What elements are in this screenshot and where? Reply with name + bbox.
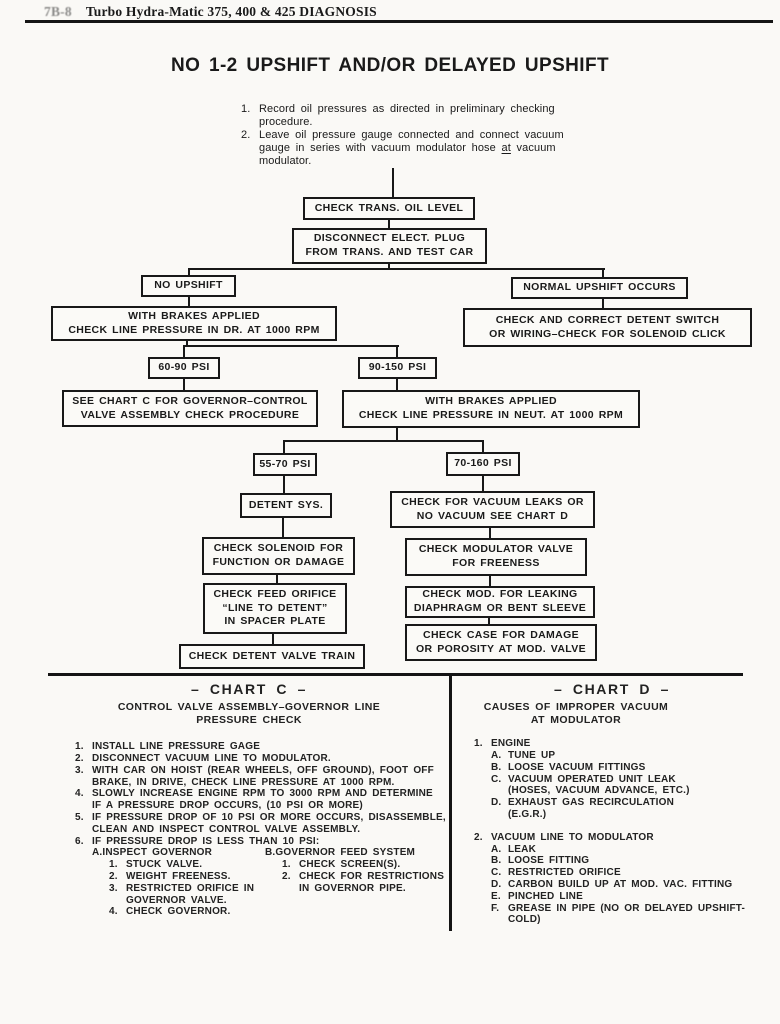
list-item: C.VACUUM OPERATED UNIT LEAK (HOSES, VACU…: [491, 773, 690, 797]
list-item: 1.STUCK VALVE.: [109, 859, 203, 871]
flow-connector: [283, 476, 285, 493]
flow-connector: [489, 576, 491, 586]
underlined-word: at: [501, 141, 511, 154]
list-item: A.TUNE UP: [491, 749, 556, 761]
flow-connector: [392, 168, 394, 197]
section-divider-vertical: [449, 674, 452, 931]
list-item: 2.WEIGHT FREENESS.: [109, 870, 231, 882]
flow-connector: [186, 341, 188, 347]
flow-box-check-trans-oil-level: CHECK TRANS. OIL LEVEL: [303, 197, 475, 220]
list-item: 2.CHECK FOR RESTRICTIONS IN GOVERNOR PIP…: [282, 870, 445, 894]
chart-d-list: 1.ENGINE A.TUNE UP B.LOOSE VACUUM FITTIN…: [474, 738, 762, 926]
flow-connector: [282, 518, 284, 537]
flow-connector: [183, 345, 399, 347]
list-item: 3.WITH CAR ON HOIST (REAR WHEELS, OFF GR…: [75, 764, 434, 788]
flow-connector: [602, 298, 604, 308]
flow-connector: [396, 379, 398, 390]
flow-box-check-solenoid: CHECK SOLENOID FOR FUNCTION OR DAMAGE: [202, 537, 355, 575]
flow-connector: [396, 428, 398, 442]
intro-item-text: Record oil pressures as directed in prel…: [259, 103, 555, 128]
flow-connector: [489, 528, 491, 538]
flow-box-check-mod-leaking: CHECK MOD. FOR LEAKING DIAPHRAGM OR BENT…: [405, 586, 595, 618]
flow-connector: [188, 296, 190, 306]
page-header: 7B-8 Turbo Hydra-Matic 375, 400 & 425 DIA…: [44, 4, 377, 20]
flow-box-line-pressure-dr: WITH BRAKES APPLIED CHECK LINE PRESSURE …: [51, 306, 337, 341]
flow-connector: [388, 220, 390, 228]
chart-d-group-vacuum-line: 2.VACUUM LINE TO MODULATOR A.LEAK B.LOOS…: [474, 832, 762, 926]
list-item: 1.INSTALL LINE PRESSURE GAGE: [75, 741, 261, 753]
flow-connector: [188, 270, 190, 276]
list-item: A.LEAK: [491, 843, 537, 855]
chart-c-title: – CHART C –: [191, 681, 307, 697]
list-item: D.EXHAUST GAS RECIRCULATION (E.G.R.): [491, 797, 675, 820]
list-item: 1.CHECK SCREEN(S).: [282, 859, 401, 871]
page-title: NO 1-2 UPSHIFT AND/OR DELAYED UPSHIFT: [171, 55, 609, 76]
chart-d-subtitle: CAUSES OF IMPROPER VACUUM AT MODULATOR: [483, 701, 669, 726]
governor-feed-column: B.GOVERNOR FEED SYSTEM 1.CHECK SCREEN(S)…: [265, 847, 445, 894]
flow-box-normal-upshift-occurs: NORMAL UPSHIFT OCCURS: [511, 277, 688, 299]
chart-d-title: – CHART D –: [554, 681, 670, 697]
list-item: B.LOOSE VACUUM FITTINGS: [491, 761, 646, 773]
intro-list: 1. Record oil pressures as directed in p…: [241, 103, 576, 168]
flow-box-60-90-psi: 60-90 PSI: [148, 357, 220, 379]
list-item: B.LOOSE FITTING: [491, 855, 590, 867]
chart-d-section: – CHART D – CAUSES OF IMPROPER VACUUM AT…: [462, 681, 762, 937]
chart-c-section: – CHART C – CONTROL VALVE ASSEMBLY–GOVER…: [48, 681, 450, 918]
flow-box-check-modulator-valve: CHECK MODULATOR VALVE FOR FREENESS: [405, 538, 587, 576]
flow-connector: [283, 440, 484, 442]
flow-box-no-upshift: NO UPSHIFT: [141, 275, 236, 297]
flow-connector: [482, 476, 484, 491]
flow-box-check-feed-orifice: CHECK FEED ORIFICE “LINE TO DETENT” IN S…: [203, 583, 347, 634]
list-item: 4.SLOWLY INCREASE ENGINE RPM TO 3000 RPM…: [75, 788, 433, 812]
chart-c-list: 1.INSTALL LINE PRESSURE GAGE 2.DISCONNEC…: [75, 741, 450, 918]
flow-connector: [183, 347, 185, 357]
flow-box-detent-sys: DETENT SYS.: [240, 493, 332, 518]
flow-connector: [396, 347, 398, 357]
list-item: 2.DISCONNECT VACUUM LINE TO MODULATOR.: [75, 752, 331, 764]
list-item: C.RESTRICTED ORIFICE: [491, 867, 621, 879]
flow-connector: [276, 575, 278, 583]
intro-item-number: 1.: [241, 103, 251, 115]
flow-box-line-pressure-neut: WITH BRAKES APPLIED CHECK LINE PRESSURE …: [342, 390, 640, 428]
list-item: 6.IF PRESSURE DROP IS LESS THAN 10 PSI:: [75, 835, 320, 847]
header-rule: [25, 20, 773, 23]
list-item: 4.CHECK GOVERNOR.: [109, 906, 231, 918]
flow-connector: [602, 270, 604, 278]
flow-connector: [188, 268, 605, 270]
flow-box-disconnect-elect-plug: DISCONNECT ELECT. PLUG FROM TRANS. AND T…: [292, 228, 487, 264]
flow-connector: [283, 442, 285, 453]
flow-box-90-150-psi: 90-150 PSI: [358, 357, 437, 379]
flow-connector: [388, 264, 390, 270]
list-item: 3.RESTRICTED ORIFICE IN GOVERNOR VALVE.: [109, 882, 255, 906]
flow-connector: [482, 442, 484, 452]
flow-box-check-case-damage: CHECK CASE FOR DAMAGE OR POROSITY AT MOD…: [405, 624, 597, 661]
flow-connector: [183, 379, 185, 390]
list-item: D.CARBON BUILD UP AT MOD. VAC. FITTING: [491, 878, 733, 890]
chart-c-item6-columns: A.INSPECT GOVERNOR 1.STUCK VALVE. 2.WEIG…: [92, 847, 450, 918]
flow-box-check-detent-switch: CHECK AND CORRECT DETENT SWITCH OR WIRIN…: [463, 308, 752, 347]
flow-box-see-chart-c: SEE CHART C FOR GOVERNOR–CONTROL VALVE A…: [62, 390, 318, 427]
intro-item-number: 2.: [241, 128, 251, 141]
intro-item-text: Leave oil pressure gauge connected and c…: [259, 128, 564, 167]
intro-item-1: 1. Record oil pressures as directed in p…: [241, 103, 576, 129]
list-item: 5.IF PRESSURE DROP OF 10 PSI OR MORE OCC…: [75, 811, 446, 835]
section-divider-horizontal: [48, 673, 743, 676]
flow-box-70-160-psi: 70-160 PSI: [446, 452, 520, 476]
flow-box-check-detent-valve-train: CHECK DETENT VALVE TRAIN: [179, 644, 365, 669]
list-item: F.GREASE IN PIPE (NO OR DELAYED UPSHIFT-…: [491, 902, 746, 926]
flow-connector: [488, 618, 490, 624]
intro-item-2: 2. Leave oil pressure gauge connected an…: [241, 129, 576, 168]
list-item: E.PINCHED LINE: [491, 890, 583, 902]
inspect-governor-column: A.INSPECT GOVERNOR 1.STUCK VALVE. 2.WEIG…: [92, 847, 265, 918]
chart-d-group-engine: 1.ENGINE A.TUNE UP B.LOOSE VACUUM FITTIN…: [474, 738, 762, 821]
flow-box-55-70-psi: 55-70 PSI: [253, 453, 317, 476]
page-number: 7B-8: [44, 4, 72, 19]
flow-connector: [272, 634, 274, 644]
flow-box-vacuum-leaks: CHECK FOR VACUUM LEAKS OR NO VACUUM SEE …: [390, 491, 595, 528]
chart-c-subtitle: CONTROL VALVE ASSEMBLY–GOVERNOR LINE PRE…: [117, 701, 381, 726]
header-title: Turbo Hydra-Matic 375, 400 & 425 DIAGNOS…: [85, 4, 377, 19]
